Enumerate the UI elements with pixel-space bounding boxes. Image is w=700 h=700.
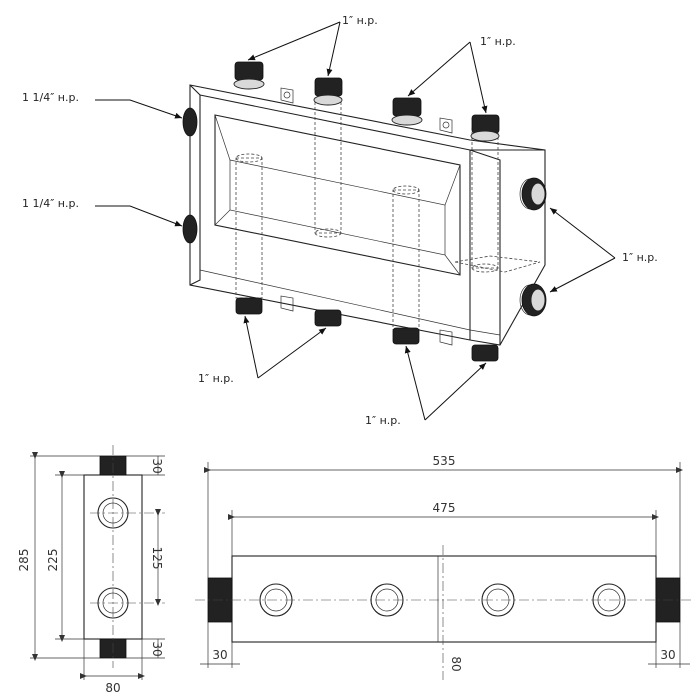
label-top-1: 1″ н.р. — [342, 14, 378, 27]
dim-inner-length: 475 — [433, 501, 456, 515]
dim-top-offset: 30 — [150, 458, 164, 473]
label-bottom-right: 1″ н.р. — [365, 414, 401, 427]
dim-height-total: 285 — [17, 549, 31, 572]
front-view: 535 475 30 30 80 — [195, 454, 692, 680]
label-right: 1″ н.р. — [622, 251, 658, 264]
label-bottom-left: 1″ н.р. — [198, 372, 234, 385]
label-left-bottom: 1 1/4″ н.р. — [22, 197, 79, 210]
manifold-window — [214, 114, 461, 276]
callouts: 1″ н.р. 1″ н.р. 1 1/4″ н.р. 1 1/4″ н.р. … — [22, 14, 658, 427]
dim-height-inner: 225 — [46, 549, 60, 572]
dim-left-stub: 30 — [212, 648, 227, 662]
label-top-2: 1″ н.р. — [480, 35, 516, 48]
top-nozzles — [233, 61, 500, 142]
bottom-nozzles — [235, 295, 499, 362]
dim-depth: 80 — [449, 656, 463, 671]
side-view: 285 225 125 30 30 80 — [17, 445, 165, 695]
dim-right-stub: 30 — [660, 648, 675, 662]
left-nozzles — [182, 107, 198, 244]
isometric-view: 1″ н.р. 1″ н.р. 1 1/4″ н.р. 1 1/4″ н.р. … — [22, 14, 658, 427]
dim-bottom-offset: 30 — [150, 641, 164, 656]
dim-width: 80 — [105, 681, 120, 695]
dim-nozzle-spacing: 125 — [150, 547, 164, 570]
label-left-top: 1 1/4″ н.р. — [22, 91, 79, 104]
dim-overall-length: 535 — [433, 454, 456, 468]
right-nozzles — [519, 177, 547, 317]
